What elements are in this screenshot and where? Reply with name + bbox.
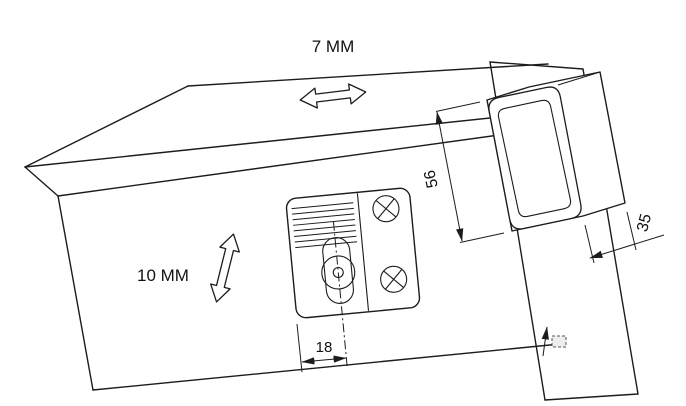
front-corner-edge — [24, 166, 59, 197]
dim-56-ext-bottom — [459, 232, 505, 243]
bracket-divider-edge — [356, 193, 370, 311]
screw-top — [372, 195, 400, 223]
top-face-front-edge — [24, 115, 510, 168]
label-10mm: 10 MM — [137, 266, 189, 285]
vertical-adjustment: 10 MM — [137, 233, 240, 303]
dim-35-label: 35 — [634, 212, 655, 234]
dim-18-label: 18 — [316, 339, 333, 356]
dim-18-ext-left — [296, 323, 303, 373]
clip-channel-edge — [497, 99, 572, 218]
dim-56-ext-top — [435, 101, 481, 112]
clip-bracket — [486, 71, 626, 232]
dim-56-line — [435, 111, 464, 242]
bracket-ribs — [291, 202, 358, 249]
dimension-18: 18 — [296, 323, 347, 373]
front-face-bottom-edge — [92, 343, 561, 391]
front-panel-top-edge — [489, 61, 584, 70]
bracket-plate — [285, 187, 421, 319]
label-7mm: 7 MM — [312, 37, 355, 56]
panel-direction — [541, 326, 567, 357]
screw-bottom — [380, 265, 408, 293]
cam-centerline — [332, 221, 348, 370]
clip-top-right-edge — [557, 71, 601, 86]
dim-56-label: 56 — [421, 168, 441, 189]
dimension-56: 56 — [421, 101, 505, 243]
panel-up-arrow-icon — [541, 326, 549, 357]
dimension-35: 35 — [584, 211, 665, 264]
dim-35-line — [589, 234, 665, 259]
dim-18-line — [301, 355, 347, 365]
top-face-left-edge — [24, 85, 189, 168]
horizontal-double-arrow-icon — [299, 83, 367, 109]
vertical-double-arrow-icon — [210, 233, 240, 303]
front-face-top-edge — [57, 130, 529, 197]
front-adjuster-bracket — [285, 187, 421, 370]
dashed-marker-box — [551, 335, 567, 348]
clip-front-face — [488, 86, 582, 230]
top-face-back-edge — [187, 63, 549, 87]
front-panel-bottom-edge — [544, 393, 639, 401]
horizontal-adjustment: 7 MM — [299, 37, 367, 109]
front-face-left-edge — [57, 195, 94, 391]
drawer-side-panel — [24, 63, 561, 391]
